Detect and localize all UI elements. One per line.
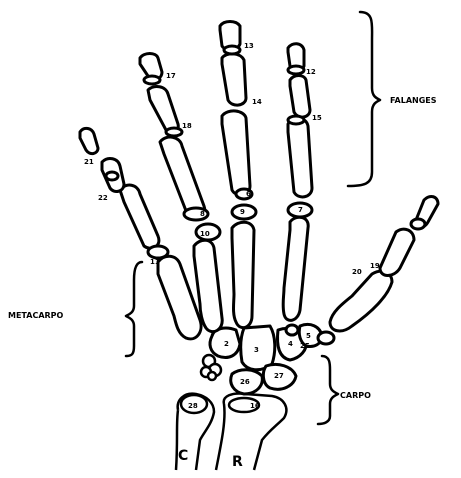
bone-number-28: 28 <box>188 402 198 410</box>
bone-number-14: 14 <box>252 98 262 106</box>
phalanx-ring-middle <box>148 87 178 133</box>
phalanx-little-distal <box>80 128 98 153</box>
metacarpal-middle <box>232 222 254 327</box>
joint-oval-thumb <box>411 219 425 229</box>
label-carpo: CARPO <box>340 391 371 400</box>
carpal-triquetrum-sketch <box>201 355 221 380</box>
bone-number-10: 10 <box>200 230 210 238</box>
bone-number-9: 9 <box>240 208 245 216</box>
brace-metacarpo <box>126 262 142 356</box>
joint-oval-little <box>148 246 168 258</box>
carpal-pisiform <box>286 325 298 335</box>
label-falanges: FALANGES <box>390 96 437 105</box>
bone-number-17: 17 <box>166 72 176 80</box>
phalanx-middle-proximal <box>222 111 250 195</box>
phalanx-little-proximal <box>120 185 159 248</box>
bone-number-19: 19 <box>370 262 380 270</box>
bone-number-6: 6 <box>246 190 251 198</box>
bone-number-3: 3 <box>254 346 259 354</box>
bone-number-15: 15 <box>312 114 322 122</box>
bone-number-13: 13 <box>244 42 254 50</box>
bone-number-2: 2 <box>224 340 229 348</box>
joint-oval-middle-dist <box>224 46 240 54</box>
bone-number-7: 7 <box>298 206 303 214</box>
bone-number-21: 21 <box>84 158 94 166</box>
label-metacarpo: METACARPO <box>8 311 64 320</box>
joint-oval-index-tip <box>288 66 304 74</box>
bone-number-18: 18 <box>182 122 192 130</box>
bone-number-5: 5 <box>306 332 311 340</box>
carpal-bones <box>201 324 334 394</box>
phalanx-index-proximal <box>288 118 312 197</box>
carpal-small <box>318 332 334 344</box>
bone-number-25: 25 <box>300 342 310 350</box>
bone-number-27: 27 <box>274 372 284 380</box>
brace-falanges <box>348 12 380 186</box>
bone-number-20: 20 <box>352 268 362 276</box>
bone-number-11: 11 <box>150 258 160 266</box>
joint-oval-index-dist <box>288 116 304 124</box>
bone-number-16: 16 <box>250 402 260 410</box>
metacarpal-index <box>283 217 308 320</box>
bone-number-8: 8 <box>200 210 205 218</box>
bone-number-22: 22 <box>98 194 108 202</box>
bone-number-26: 26 <box>240 378 250 386</box>
bone-number-12: 12 <box>306 68 316 76</box>
metacarpal-thumb <box>330 271 392 331</box>
label-radio: R <box>232 454 243 470</box>
joint-oval-little-tip <box>106 172 118 180</box>
phalanx-thumb-proximal <box>380 229 414 275</box>
label-cubito: C <box>178 448 188 464</box>
finger-phalanges <box>80 22 438 276</box>
metacarpal-bones <box>158 217 392 339</box>
phalanx-index-middle <box>290 76 310 118</box>
joint-oval-ring-tip <box>144 76 160 84</box>
bone-number-4: 4 <box>288 340 293 348</box>
joint-oval-ring-dist <box>166 128 182 136</box>
phalanx-middle-middle <box>222 54 246 105</box>
brace-carpo <box>318 356 338 424</box>
